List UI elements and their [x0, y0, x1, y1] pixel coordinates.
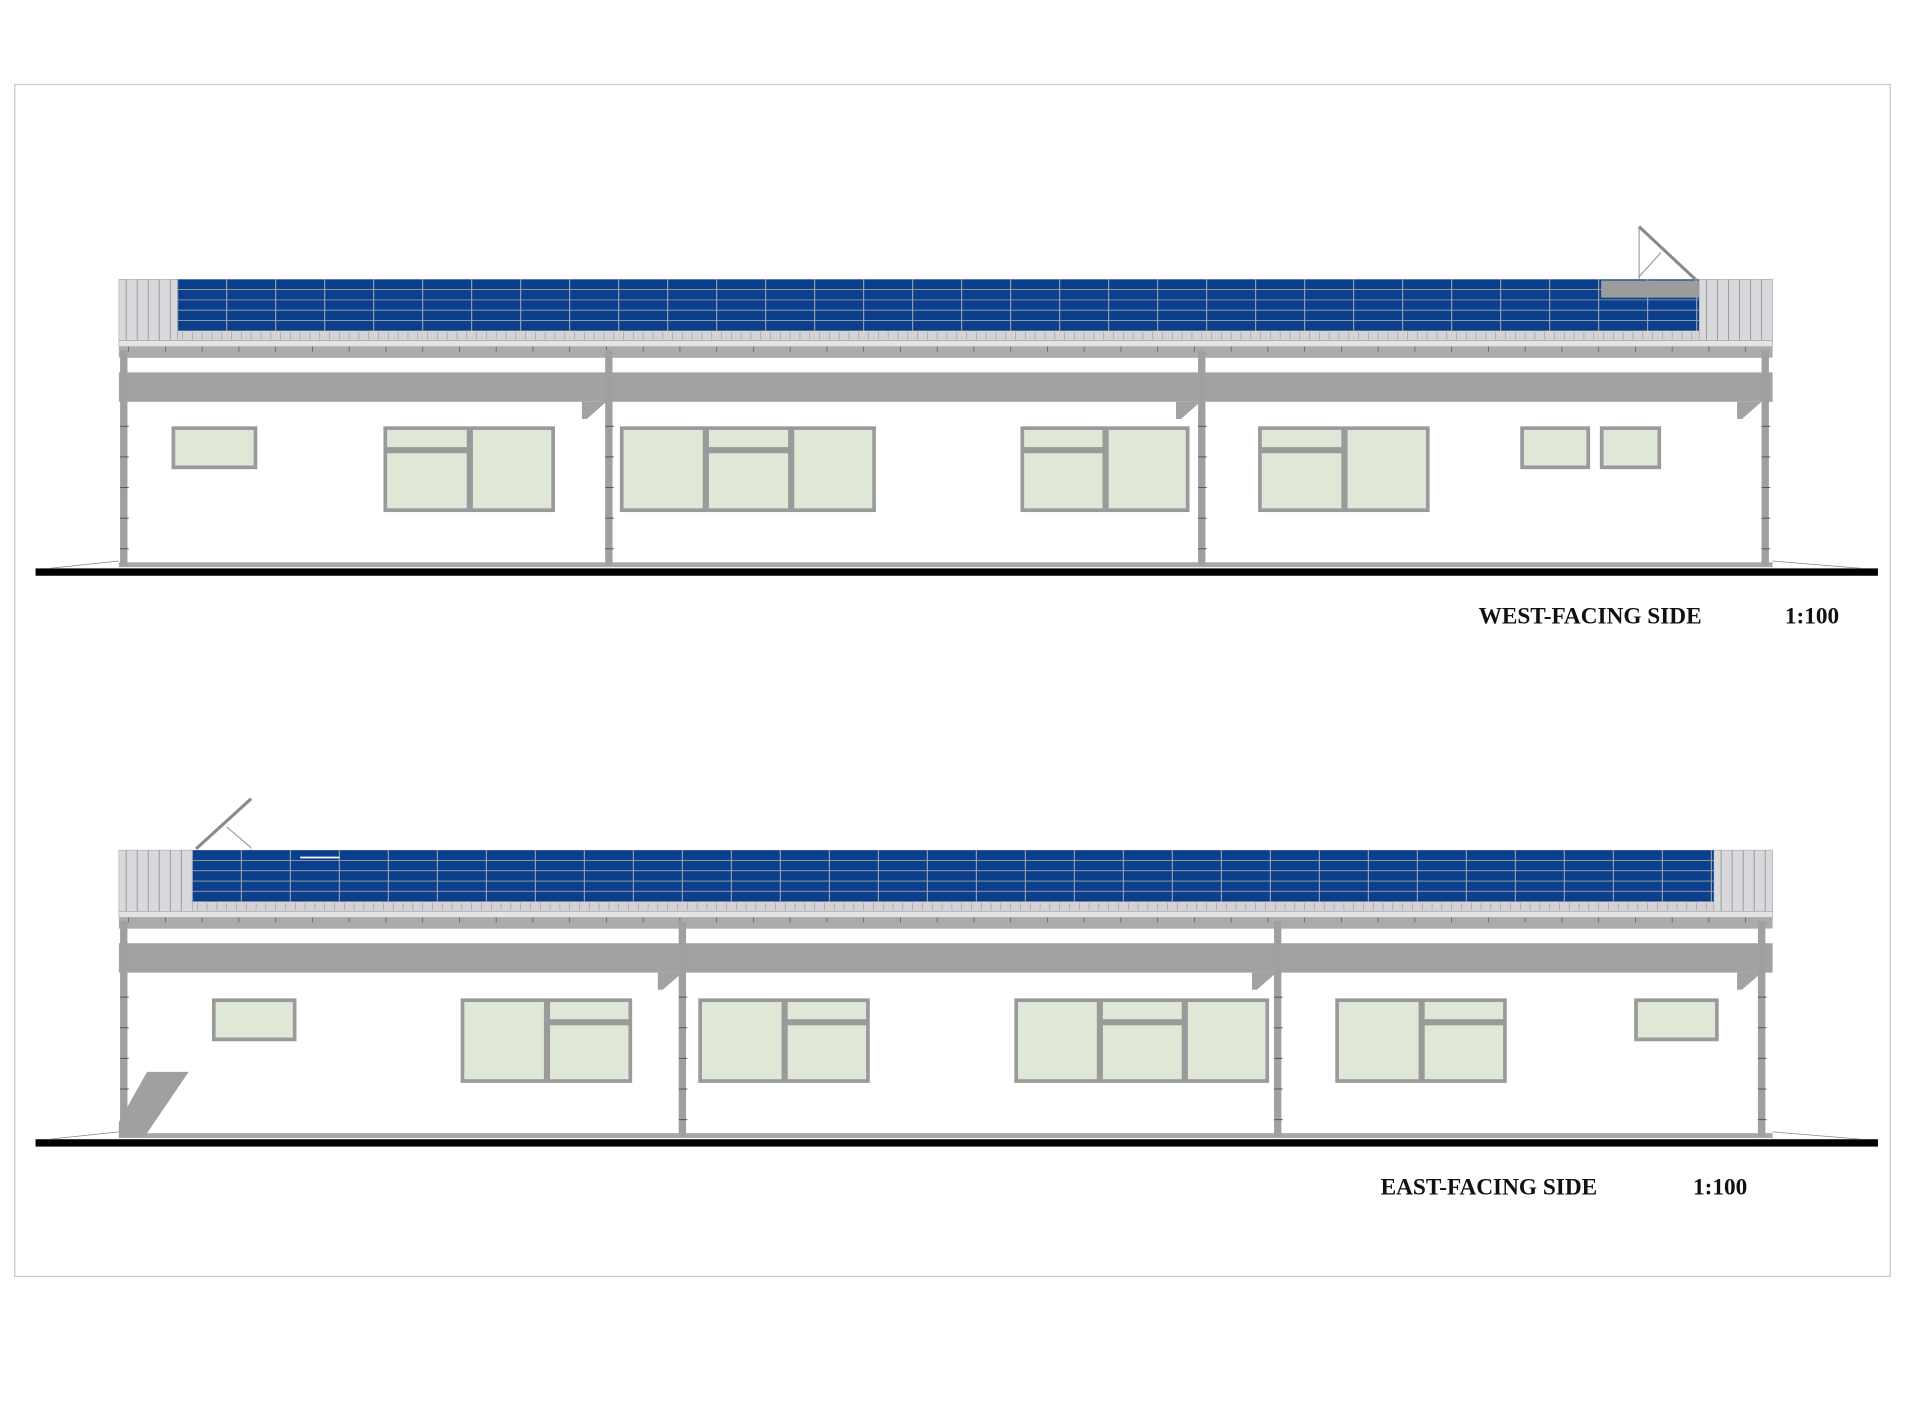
west-elevation-title: WEST-FACING SIDE	[1479, 604, 1702, 630]
window-pane	[175, 429, 254, 466]
window-pane	[787, 1025, 867, 1080]
east-elevation-scale: 1:100	[1693, 1174, 1747, 1200]
solar-panel-array	[177, 279, 1700, 331]
column-post	[1274, 921, 1282, 1137]
ground-line	[35, 568, 1878, 576]
window	[1634, 998, 1719, 1042]
window-pane	[701, 1002, 782, 1080]
window-pane	[708, 453, 789, 509]
window-pane	[1338, 1002, 1419, 1080]
window-transom	[1024, 429, 1103, 448]
fascia-top	[118, 911, 1773, 918]
window-pane	[1108, 429, 1186, 509]
column-post	[605, 350, 613, 566]
window-pane	[1603, 429, 1658, 466]
canopy-band	[118, 372, 1773, 402]
window-pane	[1018, 1002, 1097, 1080]
collector-brace	[226, 826, 252, 849]
window-pane	[1523, 429, 1587, 466]
column-post	[1761, 350, 1769, 566]
solar-panel-array	[192, 850, 1714, 902]
window-transom	[387, 429, 467, 448]
window-transom	[1102, 1002, 1182, 1020]
window	[1258, 426, 1430, 513]
west-elevation-scale: 1:100	[1785, 604, 1839, 630]
plinth	[118, 1133, 1773, 1139]
window-pane	[1637, 1002, 1716, 1038]
window-transom	[708, 429, 789, 448]
roof-cladding	[1698, 278, 1773, 341]
column-post	[120, 921, 128, 1137]
window	[460, 998, 633, 1083]
window-pane	[1424, 1025, 1504, 1080]
window	[171, 426, 258, 470]
window	[1014, 998, 1270, 1083]
window-pane	[215, 1002, 293, 1038]
west-elevation	[35, 225, 1878, 576]
window-pane	[794, 429, 873, 509]
grade-line	[48, 560, 119, 569]
window	[1599, 426, 1662, 470]
window-pane	[1102, 1025, 1182, 1080]
canopy-band	[118, 943, 1773, 973]
grade-line	[48, 1131, 119, 1140]
roof-cladding	[118, 849, 193, 912]
window-transom	[787, 1002, 867, 1020]
mounting-rail	[177, 330, 1700, 341]
window	[1520, 426, 1591, 470]
window-transom	[1261, 429, 1342, 448]
window	[698, 998, 870, 1083]
column-post	[120, 350, 128, 566]
window	[211, 998, 297, 1042]
east-elevation	[35, 797, 1878, 1147]
canopy-bracket	[1737, 972, 1762, 990]
canopy-bracket	[581, 401, 607, 419]
canopy-bracket	[657, 972, 683, 990]
window	[1335, 998, 1507, 1083]
collector-brace	[1638, 252, 1662, 278]
window-pane	[623, 429, 703, 509]
window-transom	[550, 1002, 629, 1020]
mounting-rail	[192, 901, 1715, 912]
ground-line	[35, 1139, 1878, 1147]
window	[619, 426, 876, 513]
window-pane	[472, 429, 552, 509]
column-post	[1757, 921, 1766, 1137]
window	[1020, 426, 1190, 513]
column-post	[678, 921, 687, 1137]
window-pane	[1261, 453, 1342, 509]
window-pane	[1347, 429, 1426, 509]
column-post	[1198, 350, 1206, 566]
window-pane	[550, 1025, 629, 1080]
window-pane	[1024, 453, 1103, 509]
canopy-bracket	[1737, 401, 1762, 419]
sheet-border	[14, 83, 1891, 1278]
plinth	[118, 562, 1773, 568]
canopy-bracket	[1176, 401, 1201, 419]
grade-line	[1772, 1131, 1863, 1140]
east-elevation-title: EAST-FACING SIDE	[1381, 1174, 1598, 1200]
window	[383, 426, 555, 513]
window-pane	[464, 1002, 544, 1080]
canopy-bracket	[1251, 972, 1277, 990]
fascia-top	[118, 340, 1773, 347]
shadow	[118, 1071, 189, 1137]
window-pane	[1187, 1002, 1266, 1080]
window-transom	[1424, 1002, 1504, 1020]
grade-line	[1772, 560, 1863, 569]
solar-thermal-collector	[1638, 225, 1698, 282]
collector-mount	[1601, 280, 1700, 298]
window-pane	[387, 453, 467, 509]
solar-thermal-collector	[195, 797, 253, 851]
